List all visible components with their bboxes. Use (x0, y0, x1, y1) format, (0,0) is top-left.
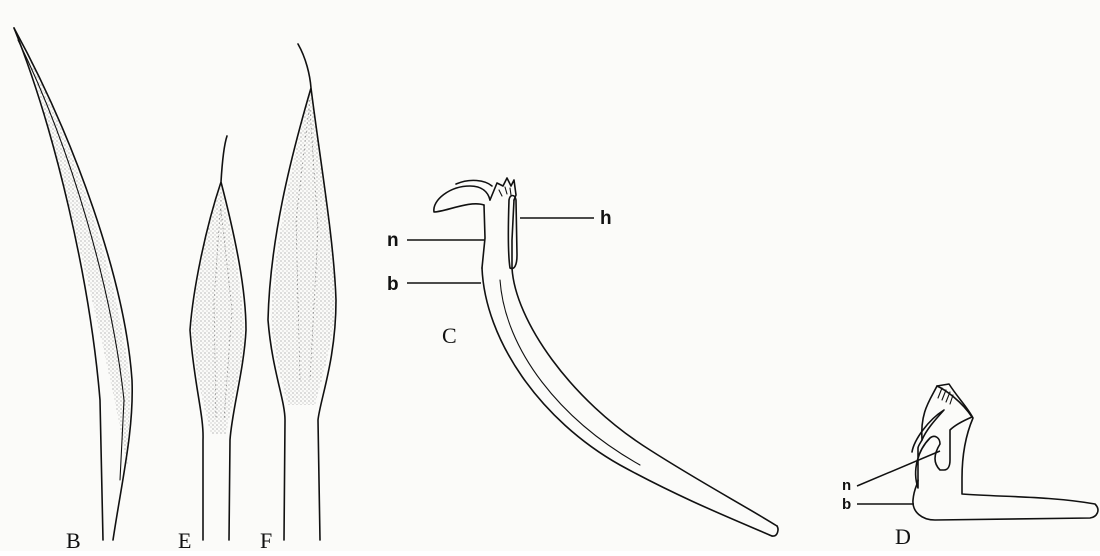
panel-c-callout-h: h (600, 208, 612, 229)
panel-d: n b D (842, 384, 1098, 549)
panel-b-label: B (66, 528, 81, 551)
panel-b-midrib (18, 40, 124, 480)
panel-d-callout-n-line (857, 451, 940, 486)
panel-d-callout-b: b (842, 496, 851, 513)
panel-e: E (178, 136, 246, 551)
panel-f-stipple (271, 88, 335, 405)
panel-c-stalk-outer (482, 268, 772, 536)
panel-c-callout-n: n (387, 230, 399, 251)
panel-d-crest-teeth (938, 388, 953, 404)
panel-d-body (913, 384, 1098, 520)
panel-e-label: E (178, 528, 191, 551)
panel-c-label: C (442, 323, 457, 348)
panel-f-label: F (260, 528, 272, 551)
panel-c-stalk-midline (500, 280, 640, 465)
panel-f: F (260, 44, 336, 551)
panel-c: h n b C (387, 178, 778, 536)
panel-c-crest-teeth (499, 187, 511, 196)
panel-d-callout-n: n (842, 477, 851, 494)
panel-b-inner-edge (14, 28, 132, 540)
panel-d-label: D (895, 524, 911, 549)
panel-c-callout-b: b (387, 274, 399, 295)
panel-b: B (14, 28, 132, 551)
panel-c-stalk-tip (772, 526, 778, 536)
panel-c-stalk-inner (512, 268, 777, 526)
panel-b-stipple (30, 60, 130, 470)
panel-c-head-crest (490, 178, 516, 200)
